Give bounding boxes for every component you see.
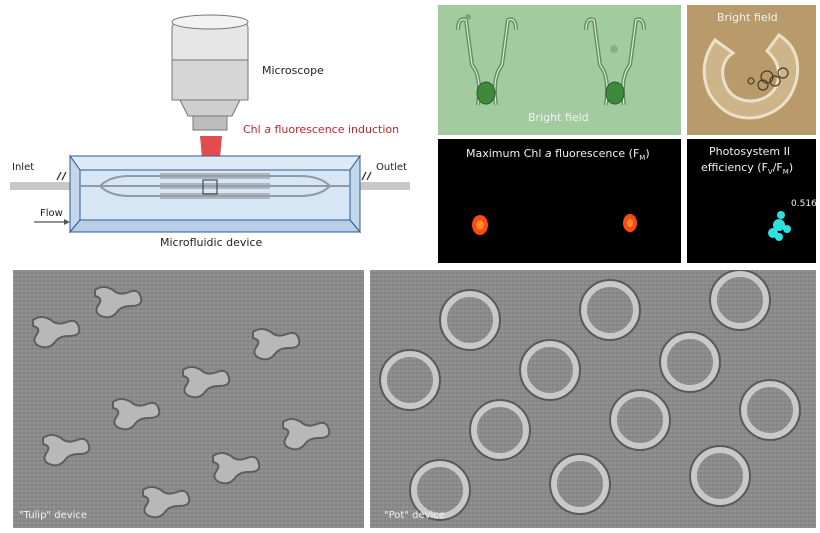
- outlet-label: Outlet: [376, 162, 407, 173]
- flow-label: Flow: [40, 208, 63, 219]
- induction-label: Chl a fluorescence induction: [243, 123, 400, 136]
- pot-device-caption: "Pot" device: [384, 510, 445, 521]
- brightfield-label-tulip: Bright field: [528, 111, 589, 124]
- psii-title-line2: efficiency (FV/FM): [701, 161, 794, 177]
- brightfield-label-pot: Bright field: [717, 11, 778, 24]
- fluorescence-spots: [472, 214, 637, 235]
- sem-pot-panel: "Pot" device: [370, 270, 816, 528]
- psii-value: 0.516: [791, 199, 816, 209]
- microfluidic-chip: [68, 154, 362, 234]
- max-fluorescence-title: Maximum Chl a fluorescence (FM): [466, 147, 650, 163]
- pot-trap-image: [687, 5, 816, 135]
- sem-tulip-panel: "Tulip" device: [13, 270, 364, 528]
- tulip-traps-image: [438, 5, 681, 135]
- schematic-panel: Microscope Chl a fluorescence induction …: [0, 0, 430, 265]
- sem-tulip-image: [13, 270, 364, 528]
- tulip-device-caption: "Tulip" device: [19, 510, 88, 521]
- brightfield-tulip-panel: Bright field: [438, 5, 681, 135]
- flow-arrow-icon: [34, 219, 70, 225]
- schematic-drawing: [10, 14, 410, 234]
- max-fluorescence-panel: Maximum Chl a fluorescence (FM): [438, 139, 681, 263]
- inlet-label: Inlet: [12, 162, 35, 173]
- microscope-label: Microscope: [262, 64, 324, 77]
- psii-efficiency-panel: Photosystem II efficiency (FV/FM) 0.516: [687, 139, 816, 263]
- psii-spots: [768, 211, 791, 241]
- brightfield-pot-panel: Bright field: [687, 5, 816, 135]
- device-label: Microfluidic device: [160, 236, 263, 249]
- microscope-icon: [171, 14, 249, 131]
- sem-pot-image: [370, 270, 816, 528]
- psii-title-line1: Photosystem II: [709, 145, 791, 158]
